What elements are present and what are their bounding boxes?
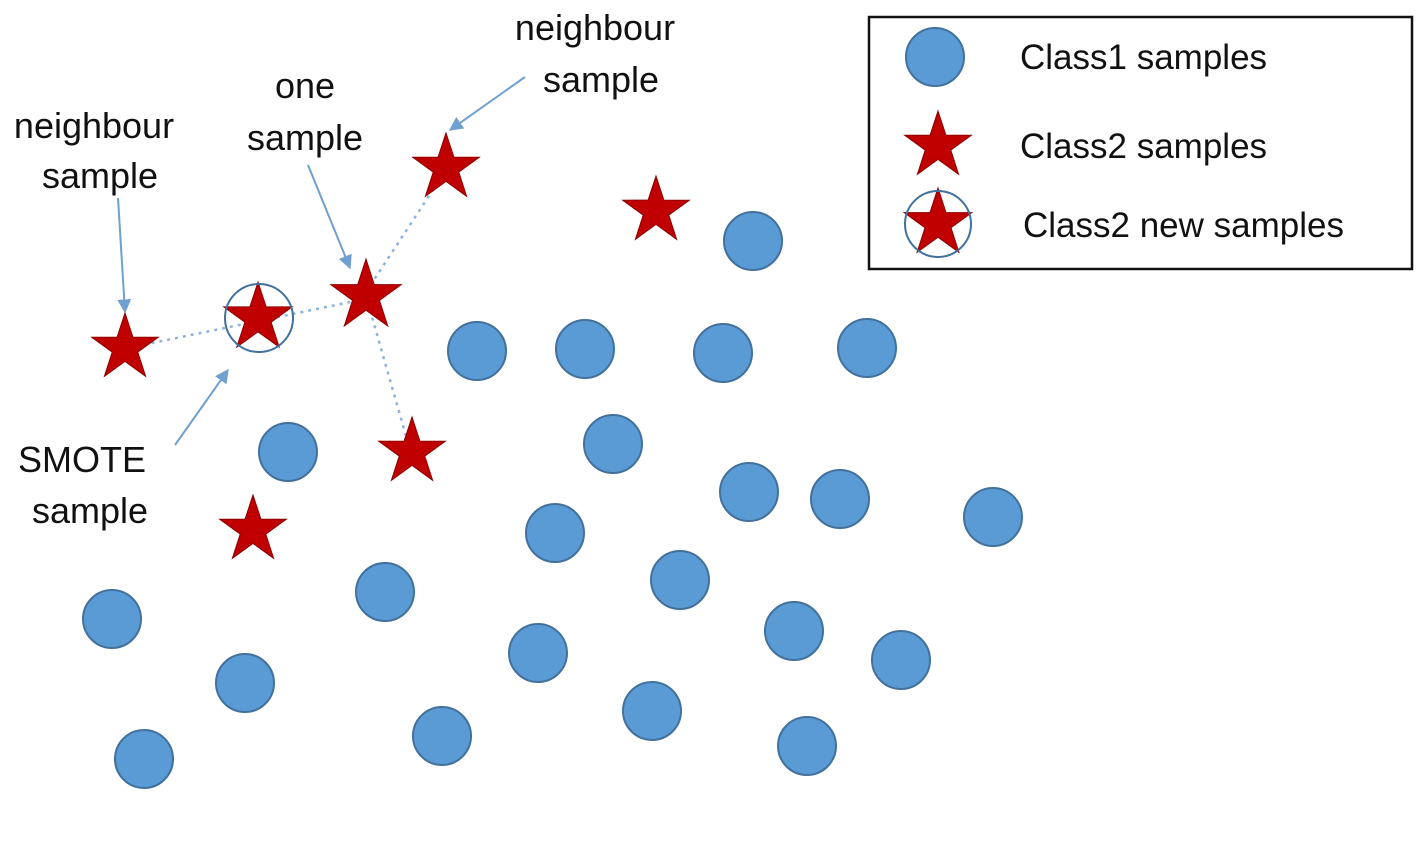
class1-sample <box>764 601 824 661</box>
class2-new-sample <box>222 280 294 353</box>
legend-label-class1: Class1 samples <box>1020 38 1267 77</box>
annotation-neighbour-top-line1: neighbour <box>515 7 675 48</box>
arrow-neighbour-left <box>117 197 132 314</box>
annotation-arrows <box>117 76 526 446</box>
class1-sample <box>215 653 275 713</box>
annotation-neighbour-top: neighbour sample <box>515 7 675 100</box>
class2-sample-left-neighbour <box>90 311 160 378</box>
circled-star-icon <box>902 186 974 254</box>
class2-sample <box>218 493 288 560</box>
class1-sample <box>777 716 837 776</box>
class2-sample-bottom-neighbour <box>377 415 447 482</box>
legend-label-class2-new: Class2 new samples <box>1023 206 1344 245</box>
class1-sample <box>583 414 643 474</box>
class1-sample <box>693 323 753 383</box>
arrow-one-sample <box>307 164 352 270</box>
class1-sample <box>114 729 174 789</box>
annotation-smote-sample-line1: SMOTE <box>18 439 146 480</box>
annotation-neighbour-left-line2: sample <box>42 155 158 196</box>
annotation-neighbour-top-line2: sample <box>543 59 659 100</box>
class2-sample <box>621 174 691 241</box>
class1-sample <box>871 630 931 690</box>
class1-sample <box>555 319 615 379</box>
annotation-neighbour-left: neighbour sample <box>14 105 174 196</box>
class1-sample <box>258 422 318 482</box>
circle-icon <box>905 27 965 87</box>
class1-sample <box>508 623 568 683</box>
class2-sample-one <box>329 257 403 328</box>
class1-sample <box>82 589 142 649</box>
class1-sample <box>719 462 779 522</box>
class1-sample <box>622 681 682 741</box>
smote-star <box>222 280 294 349</box>
annotation-one-sample-line1: one <box>275 65 335 106</box>
class1-sample <box>447 321 507 381</box>
class1-sample <box>723 211 783 271</box>
class1-sample <box>837 318 897 378</box>
annotation-one-sample: one sample <box>247 65 363 158</box>
arrow-neighbour-top <box>448 76 526 131</box>
legend-label-class2: Class2 samples <box>1020 127 1267 166</box>
star-icon <box>903 109 973 176</box>
class1-sample <box>525 503 585 563</box>
class2-samples <box>90 131 691 560</box>
class2-sample-top-neighbour <box>411 131 481 198</box>
class1-sample <box>650 550 710 610</box>
class1-samples <box>82 211 1023 789</box>
class1-sample <box>412 706 472 766</box>
circled-star-icon-ring <box>904 190 972 258</box>
annotation-one-sample-line2: sample <box>247 117 363 158</box>
class1-sample <box>963 487 1023 547</box>
class1-sample <box>810 469 870 529</box>
legend: Class1 samples Class2 samples Class2 new… <box>867 15 1414 271</box>
annotation-smote-sample-line2: sample <box>32 490 148 531</box>
class1-sample <box>355 562 415 622</box>
annotation-neighbour-left-line1: neighbour <box>14 105 174 146</box>
arrow-smote-sample <box>174 368 229 446</box>
smote-ring <box>224 283 294 353</box>
link-bottom-neighbour <box>368 309 412 451</box>
annotation-smote-sample: SMOTE sample <box>18 439 148 531</box>
